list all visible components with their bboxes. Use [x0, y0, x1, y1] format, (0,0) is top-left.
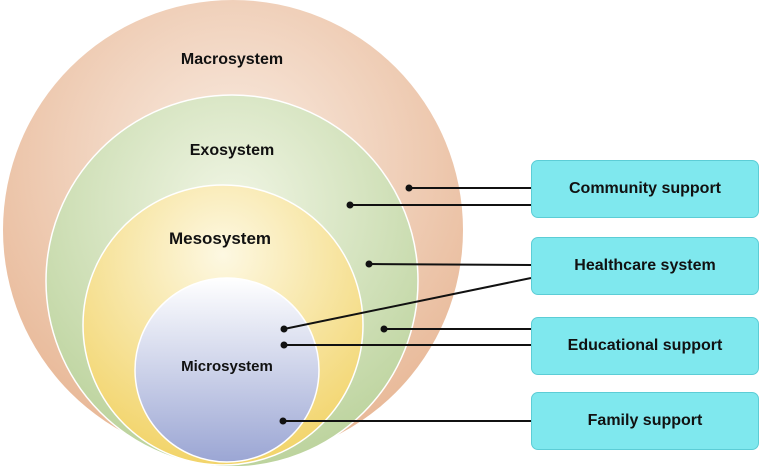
microsystem-label: Microsystem	[181, 358, 273, 375]
dot-educational-micro	[280, 341, 288, 349]
dot-healthcare-exo	[365, 260, 373, 268]
dot-educational-exo	[380, 325, 388, 333]
mesosystem-label: Mesosystem	[169, 229, 271, 248]
dot-family-meso	[279, 417, 287, 425]
connector-lines	[283, 187, 532, 422]
community-support-box: Community support	[531, 160, 759, 218]
connector-healthcare-exo	[368, 263, 532, 266]
healthcare-system-label: Healthcare system	[574, 257, 716, 274]
family-support-label: Family support	[587, 412, 703, 429]
educational-support-label: Educational support	[567, 337, 723, 354]
microsystem-circle	[134, 277, 320, 463]
dot-healthcare-micro	[280, 325, 288, 333]
exosystem-label: Exosystem	[190, 142, 275, 159]
macrosystem-label: Macrosystem	[181, 51, 283, 68]
healthcare-system-box: Healthcare system	[531, 237, 759, 295]
dot-community-exo	[346, 201, 354, 209]
educational-support-box: Educational support	[531, 317, 759, 375]
community-support-label: Community support	[569, 180, 721, 197]
connector-healthcare-micro	[283, 277, 532, 330]
family-support-box: Family support	[531, 392, 759, 450]
dot-community-macro	[405, 184, 413, 192]
connector-dots	[279, 184, 413, 425]
